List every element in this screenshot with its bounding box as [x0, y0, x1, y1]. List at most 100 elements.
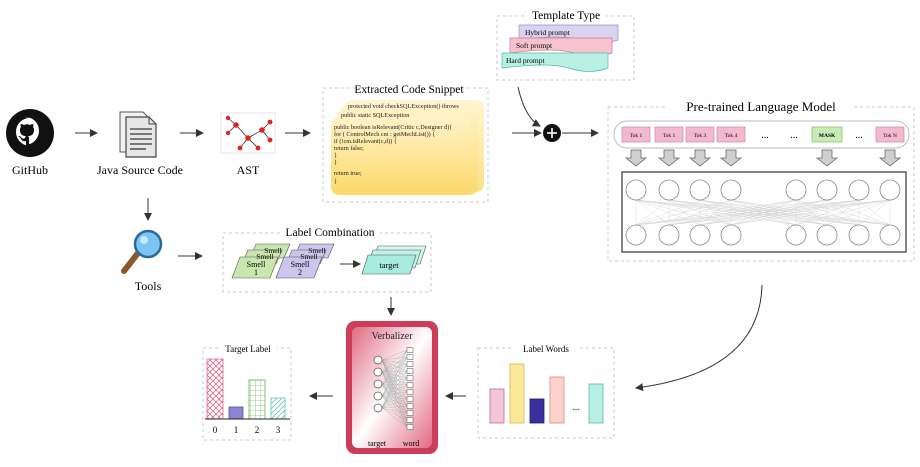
target-tick: 3: [276, 425, 281, 435]
code-line: }: [334, 178, 337, 185]
verbalizer-edge: [381, 395, 408, 421]
neuron: [689, 179, 711, 201]
verbalizer-edge: [381, 359, 408, 407]
verbalizer-edge: [381, 370, 408, 409]
verbalizer-edge: [381, 363, 408, 409]
verbalizer-edge: [381, 356, 408, 397]
verbalizer-edge: [381, 349, 408, 409]
code-line: }: [334, 159, 337, 166]
label-word-bars: [489, 363, 604, 424]
verbalizer-word-label: word: [403, 439, 419, 448]
transformer-network-box: [621, 171, 907, 253]
ast-tree-icon: [220, 112, 276, 154]
target-label-title: Target Label: [225, 344, 271, 354]
neuron: [625, 224, 647, 246]
combine-plus-icon: [543, 124, 561, 142]
verbalizer-word-node: [406, 389, 414, 395]
code-line: for ( ControlMech cm : getMechList()) {: [334, 131, 435, 138]
neuron: [720, 224, 742, 246]
verbalizer-edge: [381, 359, 408, 393]
attention-edge: [635, 199, 732, 226]
verbalizer-edge: [381, 363, 408, 385]
snippet-back-line-2: public static SQLException: [341, 112, 409, 119]
neuron: [720, 179, 742, 201]
verbalizer-word-node: [406, 361, 414, 367]
java-source-label: Java Source Code: [97, 163, 183, 177]
attention-edge: [635, 199, 797, 226]
neuron: [848, 179, 870, 201]
neuron: [879, 179, 901, 201]
verbalizer-edge: [381, 349, 408, 385]
verbalizer-edge: [381, 398, 408, 409]
attention-edge: [635, 199, 670, 226]
snippet-back-line-1: protected void checkSQLException() throw…: [348, 103, 459, 110]
label-combination-title: Label Combination: [285, 227, 374, 239]
token-boxes: [621, 126, 905, 143]
verbalizer-edge: [381, 371, 408, 407]
verbalizer-edge: [381, 384, 408, 397]
verbalizer-edge: [381, 370, 408, 397]
verbalizer-target-node: [373, 379, 383, 389]
documents-icon: [119, 111, 157, 158]
neuron: [785, 179, 807, 201]
neuron: [848, 224, 870, 246]
verbalizer-edge: [381, 383, 408, 428]
neuron: [879, 224, 901, 246]
token-label: Tok 1: [663, 133, 676, 139]
verbalizer-edge: [381, 395, 408, 428]
smell-text: Smell: [256, 252, 274, 261]
target-tick: 0: [213, 425, 218, 435]
github-label: GitHub: [12, 163, 48, 177]
neuron: [785, 224, 807, 246]
verbalizer-edge: [381, 363, 408, 397]
code-line: }: [334, 152, 337, 159]
transformer-connections: [635, 199, 891, 226]
verbalizer-word-node: [406, 396, 414, 402]
verbalizer-word-node: [406, 410, 414, 416]
soft-prompt-label: Soft prompt: [516, 41, 553, 50]
verbalizer-edge: [381, 383, 408, 414]
verbalizer-edge: [381, 371, 408, 428]
target-text: target: [379, 260, 399, 270]
embedding-down-arrows: [624, 149, 902, 167]
token-label: Tok N: [883, 133, 897, 139]
verbalizer-edge: [381, 407, 408, 421]
target-label-bars: [206, 358, 286, 420]
code-snippet-stack: [331, 100, 484, 195]
verbalizer-edge: [381, 395, 408, 400]
github-icon: [6, 109, 54, 157]
snippet-frame: [322, 87, 489, 203]
verbalizer-edge: [381, 370, 408, 385]
prompt-stack: [501, 24, 619, 72]
target-parallelograms: [361, 245, 427, 275]
verbalizer-edge: [381, 349, 408, 373]
neuron: [658, 179, 680, 201]
neuron: [689, 224, 711, 246]
attention-edge: [730, 199, 891, 226]
verbalizer-edge: [381, 349, 408, 397]
plm-title: Pre-trained Language Model: [686, 99, 836, 114]
verbalizer-network: [373, 347, 414, 430]
verbalizer-edge: [381, 359, 408, 414]
smell-text: Smell: [247, 260, 266, 269]
neuron: [625, 179, 647, 201]
arrow-plm-to-label-words: [635, 284, 763, 392]
verbalizer-edge: [381, 391, 408, 397]
attention-edge: [635, 199, 701, 226]
attention-edge: [699, 199, 891, 226]
smell-text: Smell: [291, 260, 310, 269]
transformer-neurons: [625, 179, 901, 246]
token-row: [613, 120, 910, 149]
verbalizer-edge: [381, 371, 408, 421]
target-tick: 1: [234, 425, 239, 435]
verbalizer-title: Verbalizer: [371, 331, 413, 342]
attention-edge: [668, 199, 891, 226]
token-label: Tok 3: [694, 133, 707, 139]
code-line: return true;: [334, 170, 362, 177]
hybrid-prompt-label: Hybrid prompt: [525, 28, 571, 37]
arrow-template-to-combine: [517, 86, 541, 127]
verbalizer-edge: [381, 383, 408, 407]
neuron: [816, 179, 838, 201]
verbalizer-target-node: [373, 403, 383, 413]
